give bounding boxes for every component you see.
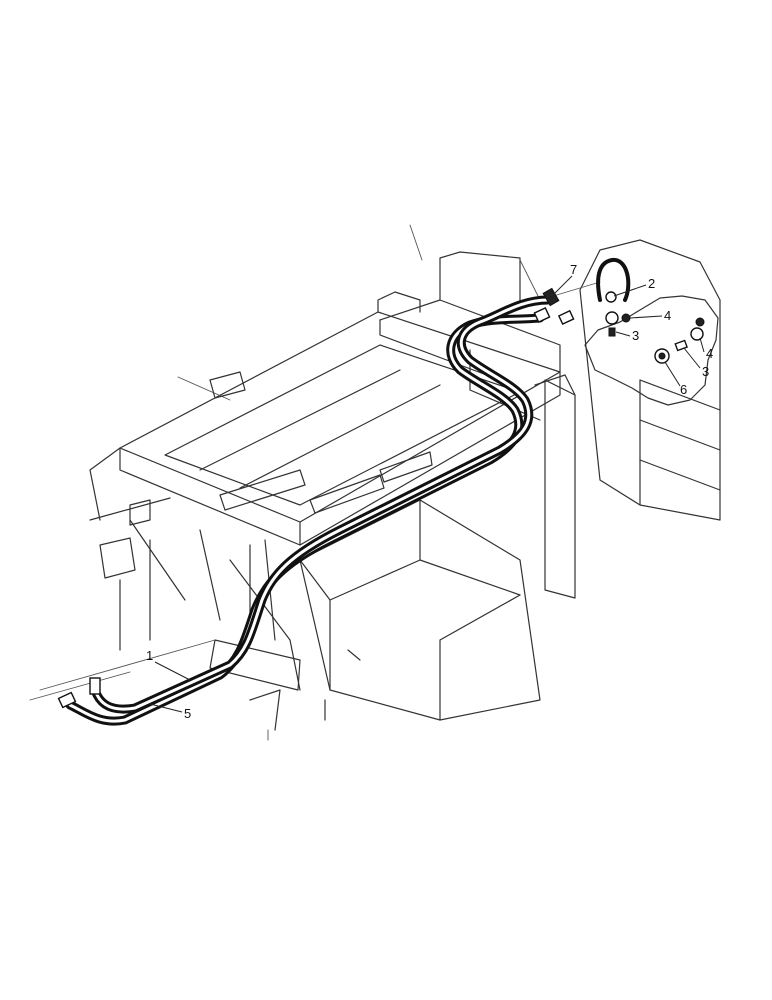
fitting-2 <box>605 291 617 303</box>
fitting-4b-top <box>695 317 705 327</box>
hose-end-fitting-b <box>533 307 551 323</box>
callout-1: 1 <box>146 648 153 663</box>
fitting-4a-nut <box>621 313 631 323</box>
callout-4a: 4 <box>664 308 671 323</box>
callout-6: 6 <box>680 382 687 397</box>
callout-3b: 3 <box>702 364 709 379</box>
callout-3a: 3 <box>632 328 639 343</box>
hose-end-fitting-c <box>557 309 575 325</box>
hose-end-fitting-7 <box>542 287 560 307</box>
fitting-3a <box>608 327 616 337</box>
fitting-6-core <box>658 352 666 360</box>
hose-end-fitting-left <box>57 691 77 709</box>
machine-frame <box>29 224 721 741</box>
callout-7: 7 <box>570 262 577 277</box>
hose-end-fitting-upper <box>89 677 101 695</box>
callouts: 7 2 4 3 4 3 6 1 5 <box>146 262 713 721</box>
callout-5: 5 <box>184 706 191 721</box>
leader-lines <box>149 275 705 713</box>
fittings <box>57 287 705 709</box>
hydraulic-hoses <box>65 258 631 726</box>
fitting-4b <box>690 327 704 341</box>
callout-2: 2 <box>648 276 655 291</box>
fitting-4a <box>605 311 619 325</box>
callout-4b: 4 <box>706 346 713 361</box>
